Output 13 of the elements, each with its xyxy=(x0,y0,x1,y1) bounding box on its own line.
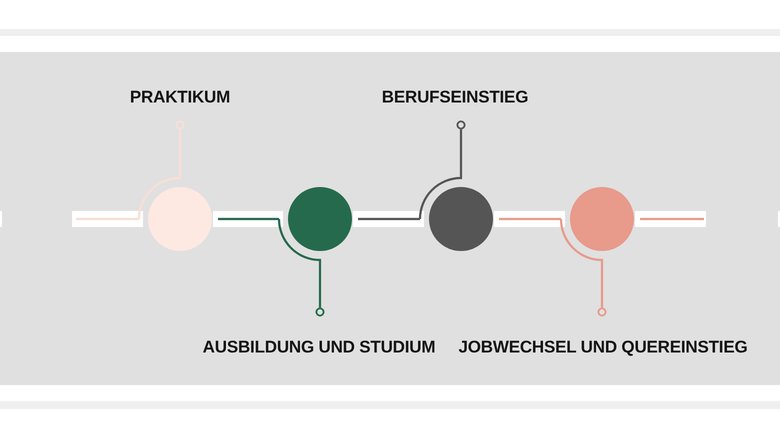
milestone-label: PRAKTIKUM xyxy=(130,88,230,106)
leader-line xyxy=(418,120,466,220)
milestone-label: BERUFSEINSTIEG xyxy=(382,88,528,106)
timeline-line xyxy=(218,218,279,220)
milestone-label: JOBWECHSEL UND QUEREINSTIEG xyxy=(458,338,748,356)
timeline-line xyxy=(76,218,139,220)
timeline-line xyxy=(640,218,704,220)
leader-line xyxy=(138,120,184,220)
leader-line xyxy=(278,218,324,316)
milestone-label: AUSBILDUNG UND STUDIUM xyxy=(202,338,436,356)
timeline-line xyxy=(358,218,420,220)
leader-line xyxy=(560,218,606,316)
timeline-line xyxy=(499,218,561,220)
